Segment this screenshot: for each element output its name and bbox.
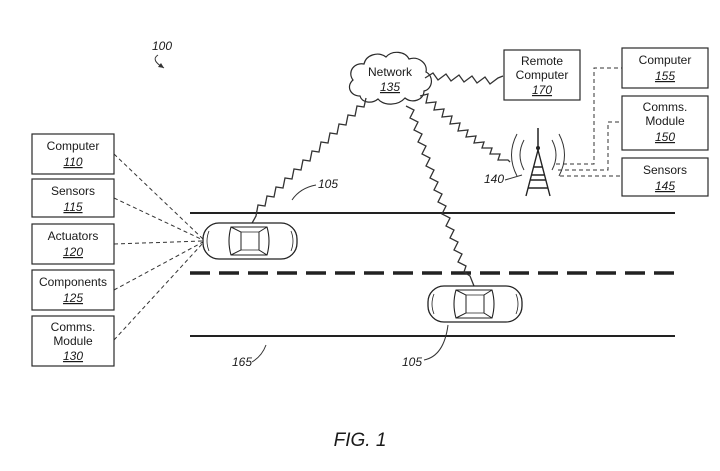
road-ref-leader bbox=[251, 344, 267, 363]
left-box-computer-label: Computer bbox=[47, 139, 100, 153]
right-box-comms-module: Comms. Module 150 bbox=[621, 95, 709, 151]
figure-label: FIG. 1 bbox=[334, 430, 387, 451]
remote-label-1: Remote bbox=[521, 54, 563, 68]
link-actuators bbox=[113, 240, 204, 245]
right-box-comms-label-1: Comms. bbox=[643, 100, 688, 114]
left-box-comms-num: 130 bbox=[63, 349, 83, 363]
remote-label-2: Computer bbox=[516, 68, 569, 82]
right-box-computer: Computer 155 bbox=[621, 47, 709, 89]
left-box-comms-module: Comms. Module 130 bbox=[31, 315, 115, 367]
tower-wave-r1 bbox=[551, 139, 557, 171]
tower-ref-140: 140 bbox=[484, 172, 504, 186]
tower-ref-leader bbox=[504, 174, 523, 181]
tower-wave-l1 bbox=[519, 139, 525, 171]
right-box-links bbox=[556, 67, 622, 177]
left-box-actuators: Actuators 120 bbox=[31, 223, 115, 265]
network-cloud: Network 135 bbox=[348, 51, 432, 105]
remote-computer-box: Remote Computer 170 bbox=[503, 49, 581, 101]
vehicle-bottom-ref-leader bbox=[423, 324, 449, 361]
link-right-comms bbox=[558, 121, 622, 171]
right-box-sensors-label: Sensors bbox=[643, 163, 687, 177]
vehicle-bottom-ref: 105 bbox=[402, 355, 422, 369]
wireless-link-network-vehicle2 bbox=[405, 105, 475, 287]
left-box-sensors-num: 115 bbox=[63, 200, 82, 214]
tower-icon bbox=[511, 128, 565, 197]
vehicle-top-icon bbox=[202, 222, 298, 260]
left-box-components: Components 125 bbox=[31, 269, 115, 311]
right-box-computer-label: Computer bbox=[639, 53, 692, 67]
left-box-components-num: 125 bbox=[63, 291, 83, 305]
link-right-computer bbox=[556, 67, 622, 165]
left-box-actuators-num: 120 bbox=[63, 245, 83, 259]
right-box-computer-num: 155 bbox=[655, 69, 675, 83]
link-components bbox=[113, 241, 204, 291]
network-num: 135 bbox=[380, 80, 400, 94]
left-box-comms-label-1: Comms. bbox=[51, 320, 96, 334]
link-computer bbox=[113, 153, 204, 240]
link-sensors bbox=[113, 197, 204, 241]
left-box-links bbox=[113, 153, 204, 341]
left-box-components-label: Components bbox=[39, 275, 107, 289]
wireless-link-network-remote bbox=[424, 72, 504, 85]
network-label: Network bbox=[368, 65, 413, 79]
left-box-computer: Computer 110 bbox=[31, 133, 115, 175]
wireless-link-network-tower bbox=[419, 93, 511, 163]
remote-num: 170 bbox=[532, 83, 552, 97]
left-box-sensors-label: Sensors bbox=[51, 184, 95, 198]
left-box-actuators-label: Actuators bbox=[48, 229, 99, 243]
figure-ref-100-arrowhead bbox=[158, 63, 164, 68]
right-box-sensors-num: 145 bbox=[655, 179, 675, 193]
left-box-sensors: Sensors 115 bbox=[31, 178, 115, 218]
right-box-comms-label-2: Module bbox=[645, 114, 685, 128]
tower-wave-l2 bbox=[511, 133, 518, 177]
figure-ref-100: 100 bbox=[152, 39, 172, 53]
network-cloud-outline bbox=[348, 51, 432, 105]
vehicle-top-ref: 105 bbox=[318, 177, 338, 191]
wireless-link-network-vehicle1 bbox=[250, 97, 367, 226]
right-box-sensors: Sensors 145 bbox=[621, 157, 709, 197]
vehicle-top-ref-leader bbox=[291, 184, 317, 201]
road-ref-165: 165 bbox=[232, 355, 252, 369]
left-box-comms-label-2: Module bbox=[53, 334, 93, 348]
link-comms-module bbox=[113, 242, 204, 341]
tower-wave-r2 bbox=[558, 133, 565, 177]
vehicle-bottom-icon bbox=[427, 285, 523, 323]
left-box-computer-num: 110 bbox=[63, 155, 82, 169]
right-box-comms-num: 150 bbox=[655, 130, 675, 144]
